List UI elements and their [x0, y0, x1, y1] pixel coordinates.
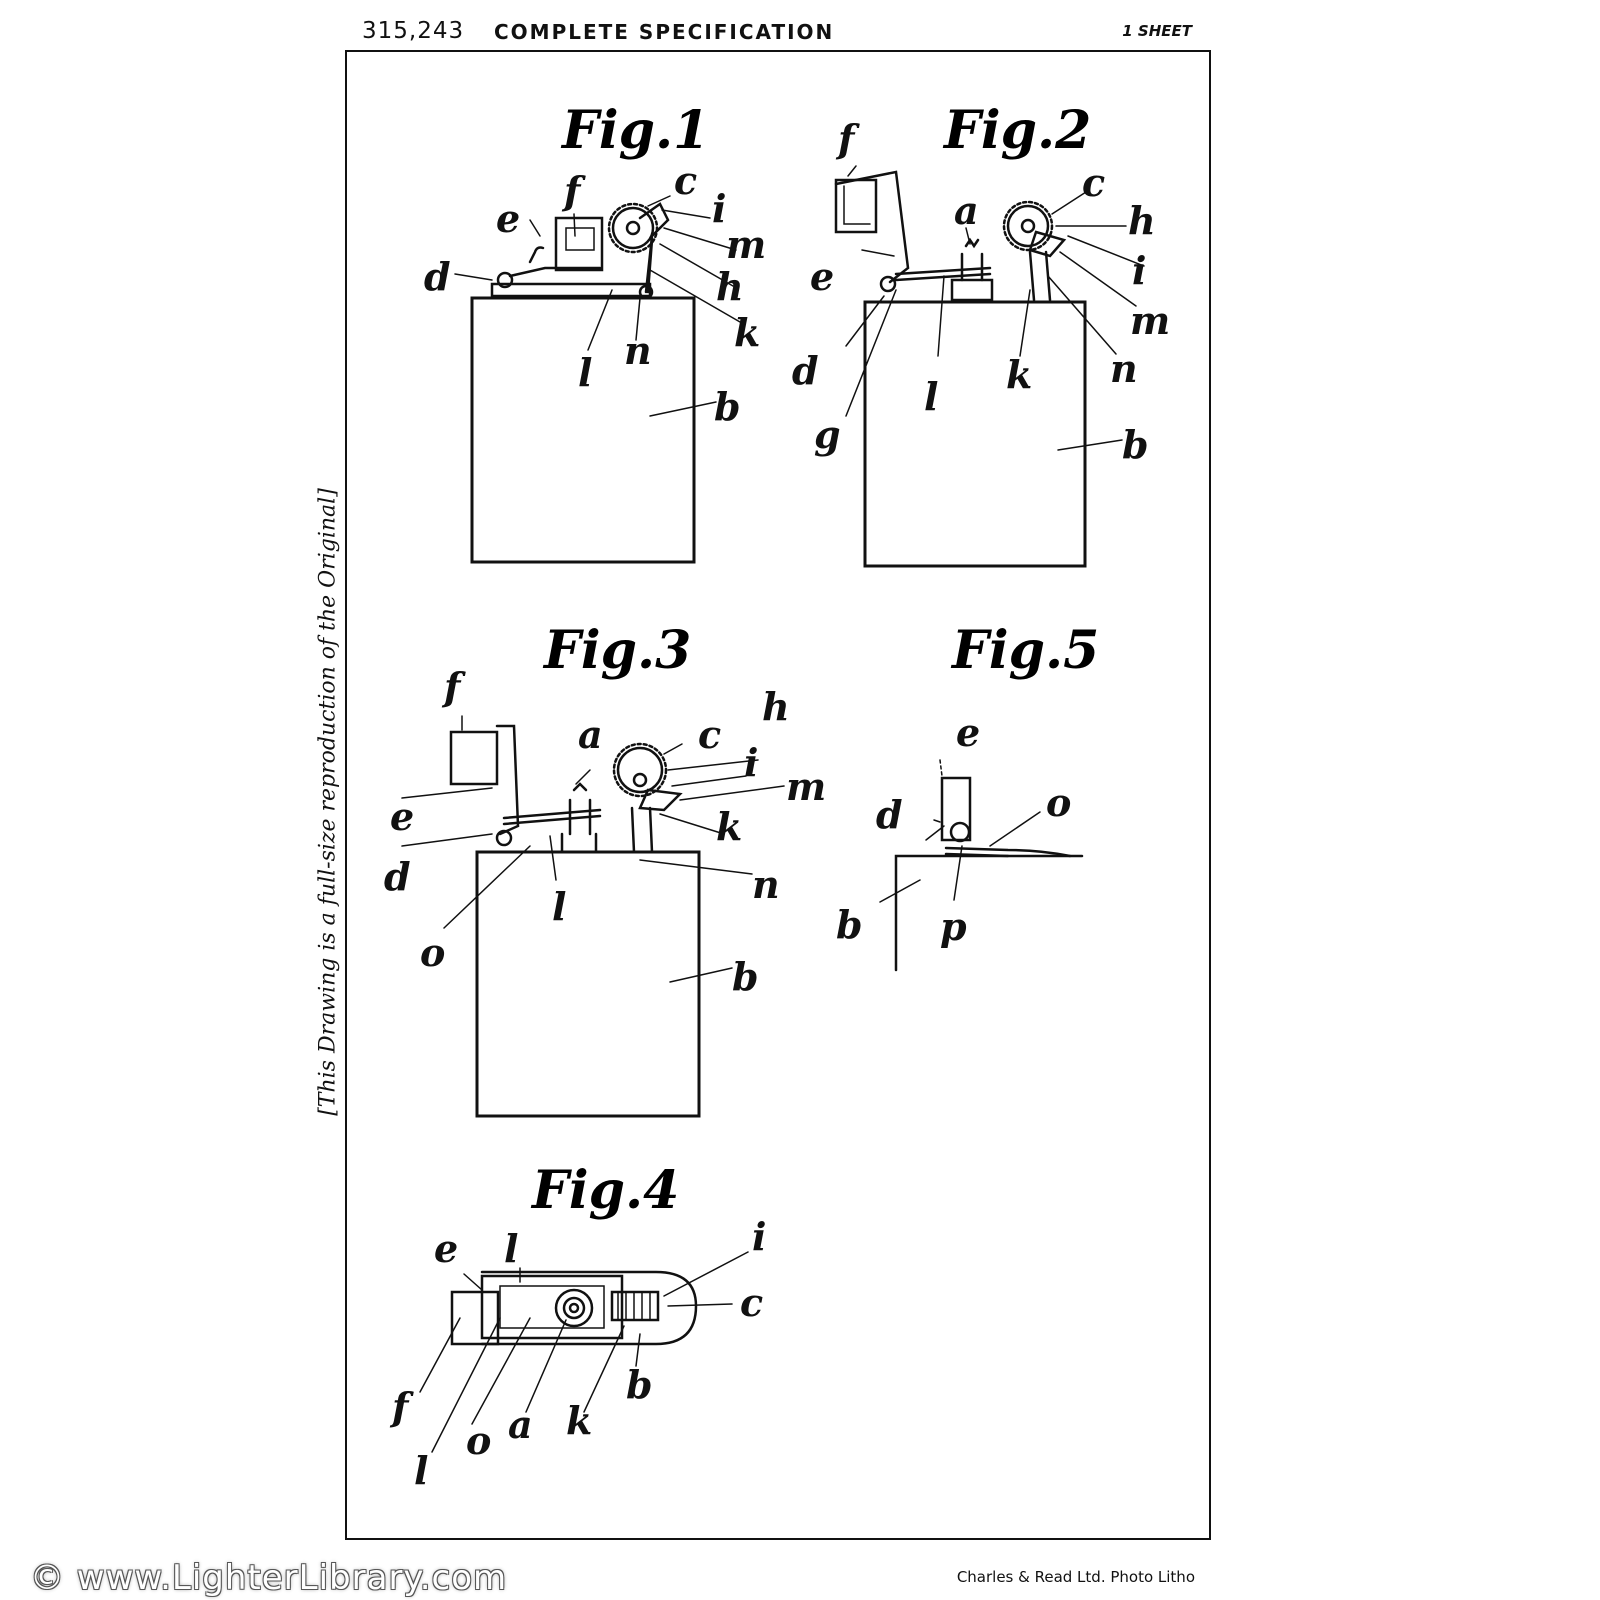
fig5-label-e: e — [956, 710, 980, 755]
fig1-label-l: l — [578, 350, 592, 395]
figure-2 — [834, 165, 1145, 568]
fig2-label-i: i — [1132, 248, 1146, 293]
fig1-label-h: h — [716, 264, 744, 309]
fig5-label-p: p — [940, 904, 967, 949]
fig3-label-o: o — [420, 930, 445, 975]
fig4-label-a: a — [508, 1402, 533, 1447]
fig3-label-a: a — [578, 712, 603, 757]
figure-5 — [879, 759, 1084, 972]
fig3-label-l: l — [552, 884, 566, 929]
fig3-label-d: d — [384, 854, 411, 899]
fig3-title: Fig.3 — [542, 620, 691, 681]
printer-credit: Charles & Read Ltd. Photo Litho — [956, 1568, 1195, 1586]
fig2-label-a: a — [954, 188, 979, 233]
fig3-label-f: f — [441, 664, 466, 709]
fig3-label-k: k — [716, 804, 742, 849]
fig3-label-c: c — [698, 712, 721, 757]
fig5-label-o: o — [1046, 780, 1071, 825]
fig5-label-b: b — [836, 902, 863, 947]
fig3-label-m: m — [786, 764, 826, 809]
fig3-label-e: e — [390, 794, 414, 839]
fig1-label-f: f — [561, 168, 586, 213]
fig1-label-d: d — [424, 254, 451, 299]
fig2-label-e: e — [810, 254, 834, 299]
fig4-label-i: i — [752, 1214, 766, 1259]
fig3-label-n: n — [752, 862, 780, 907]
fig1-label-m: m — [726, 222, 766, 267]
copyright-watermark: © www.LighterLibrary.com — [30, 1558, 508, 1598]
fig4-label-b: b — [626, 1362, 653, 1407]
fig2-label-g: g — [814, 412, 841, 457]
fig1-label-n: n — [624, 328, 652, 373]
fig2-title: Fig.2 — [942, 100, 1091, 161]
sheet-count: 1 SHEET — [1122, 22, 1192, 40]
figure-1 — [454, 195, 741, 564]
fig3-label-i: i — [744, 740, 758, 785]
drawing-frame — [345, 50, 1211, 1540]
sheet-header: 315,243 COMPLETE SPECIFICATION 1 SHEET — [362, 14, 1192, 48]
fig4-label-e: e — [434, 1226, 458, 1271]
fig1-label-i: i — [712, 186, 726, 231]
fig5-title: Fig.5 — [950, 620, 1099, 681]
fig4-title: Fig.4 — [530, 1160, 679, 1221]
fig4-label-k: k — [566, 1398, 592, 1443]
fig1-label-c: c — [674, 158, 697, 203]
fig1-label-e: e — [496, 196, 520, 241]
fig4-label-f: f — [389, 1384, 414, 1429]
figure-4 — [419, 1251, 749, 1453]
figure-3 — [401, 715, 785, 1118]
fig2-label-f: f — [835, 116, 860, 161]
fig4-label-c: c — [740, 1280, 763, 1325]
fig2-label-h: h — [1128, 198, 1156, 243]
fig2-label-l: l — [924, 374, 938, 419]
spec-title: COMPLETE SPECIFICATION — [494, 20, 835, 44]
fig4-label-l-bottom: l — [414, 1448, 428, 1493]
fig2-label-m: m — [1130, 298, 1170, 343]
fig2-label-d: d — [792, 348, 819, 393]
fig1-title: Fig.1 — [560, 100, 709, 161]
fig1-label-k: k — [734, 310, 760, 355]
fig2-label-b: b — [1122, 422, 1149, 467]
fig2-label-n: n — [1110, 346, 1138, 391]
fig4-label-l-top: l — [504, 1226, 518, 1271]
fig2-label-k: k — [1006, 352, 1032, 397]
fig4-label-o: o — [466, 1418, 491, 1463]
fig3-label-b: b — [732, 954, 759, 999]
fig2-label-c: c — [1082, 160, 1105, 205]
fig3-label-h: h — [762, 684, 790, 729]
spec-number: 315,243 — [362, 18, 465, 44]
fig1-label-b: b — [714, 384, 741, 429]
fig5-label-d: d — [876, 792, 903, 837]
